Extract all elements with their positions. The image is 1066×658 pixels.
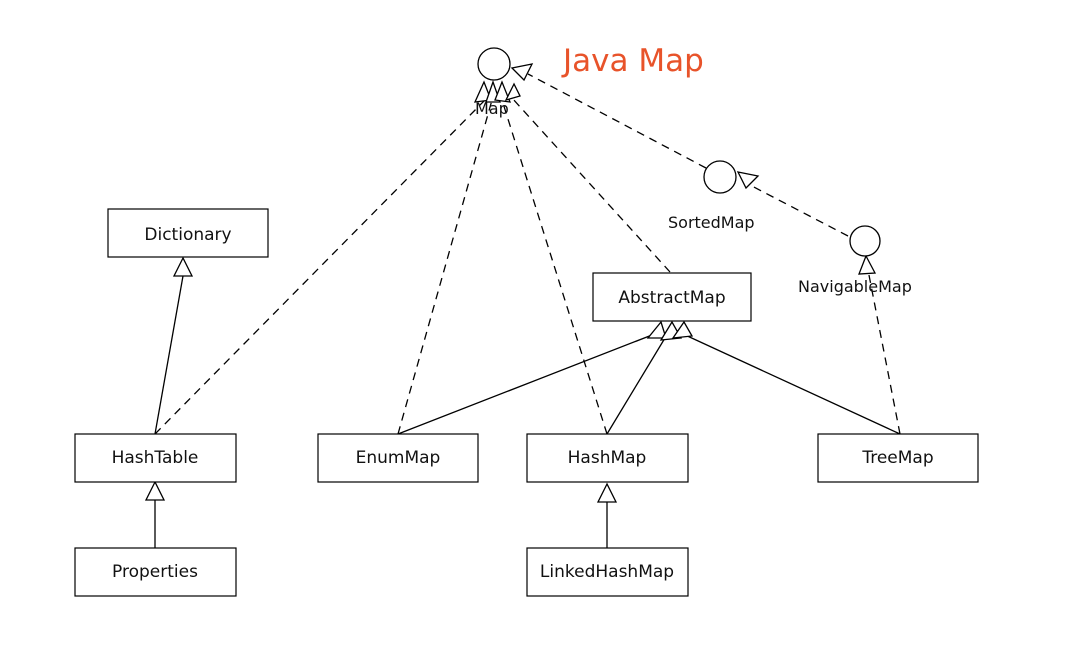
arrowhead-abstractmap-1	[646, 320, 667, 339]
sortedmap-extends-map	[527, 73, 707, 169]
class-treemap: TreeMap	[817, 433, 979, 483]
interface-sortedmap: SortedMap	[668, 160, 755, 232]
enummap-implements-map	[397, 99, 493, 435]
interface-navigablemap: NavigableMap	[798, 225, 912, 296]
arrowhead-hashmap	[596, 482, 618, 503]
arrowhead-sortedmap	[736, 171, 760, 190]
sortedmap-label: SortedMap	[668, 213, 755, 232]
class-hashmap: HashMap	[526, 433, 689, 483]
navigablemap-label: NavigableMap	[798, 277, 912, 296]
class-linkedhashmap: LinkedHashMap	[526, 547, 689, 597]
linkedhashmap-label: LinkedHashMap	[540, 562, 674, 582]
treemap-label: TreeMap	[861, 448, 933, 468]
arrowhead-map-4	[504, 82, 521, 102]
arrowhead-hashtable	[144, 480, 166, 501]
hashtable-extends-dictionary	[154, 275, 184, 435]
treemap-extends-abstractmap	[682, 333, 901, 435]
sortedmap-interface-icon	[703, 160, 737, 194]
class-abstractmap: AbstractMap	[592, 272, 752, 322]
hashmap-implements-map	[501, 99, 608, 435]
hashtable-implements-map	[154, 99, 486, 435]
class-properties: Properties	[74, 547, 237, 597]
class-hashtable: HashTable	[74, 433, 237, 483]
enummap-extends-abstractmap	[397, 334, 653, 435]
arrowhead-map-1	[473, 80, 492, 103]
properties-label: Properties	[112, 562, 198, 582]
dictionary-label: Dictionary	[144, 225, 231, 245]
hashtable-label: HashTable	[112, 448, 199, 468]
map-interface-icon	[477, 47, 511, 81]
arrowhead-dictionary	[172, 256, 194, 277]
hashmap-extends-abstractmap	[606, 337, 666, 435]
arrowhead-map-5	[510, 63, 534, 82]
arrowhead-navigablemap	[858, 254, 877, 275]
interface-map: Map	[475, 47, 511, 118]
class-enummap: EnumMap	[317, 433, 479, 483]
abstractmap-implements-map	[511, 97, 671, 273]
diagram-title: Java Map	[563, 43, 704, 79]
enummap-label: EnumMap	[356, 448, 441, 468]
arrowhead-map-3	[494, 80, 512, 103]
class-dictionary: Dictionary	[107, 208, 269, 258]
map-label: Map	[475, 99, 509, 118]
navigablemap-extends-sortedmap	[747, 183, 849, 237]
arrowhead-abstractmap-3	[671, 320, 694, 339]
hashmap-label: HashMap	[568, 448, 647, 468]
abstractmap-label: AbstractMap	[618, 288, 725, 308]
navigablemap-interface-icon	[849, 225, 881, 257]
connectors	[144, 63, 901, 548]
